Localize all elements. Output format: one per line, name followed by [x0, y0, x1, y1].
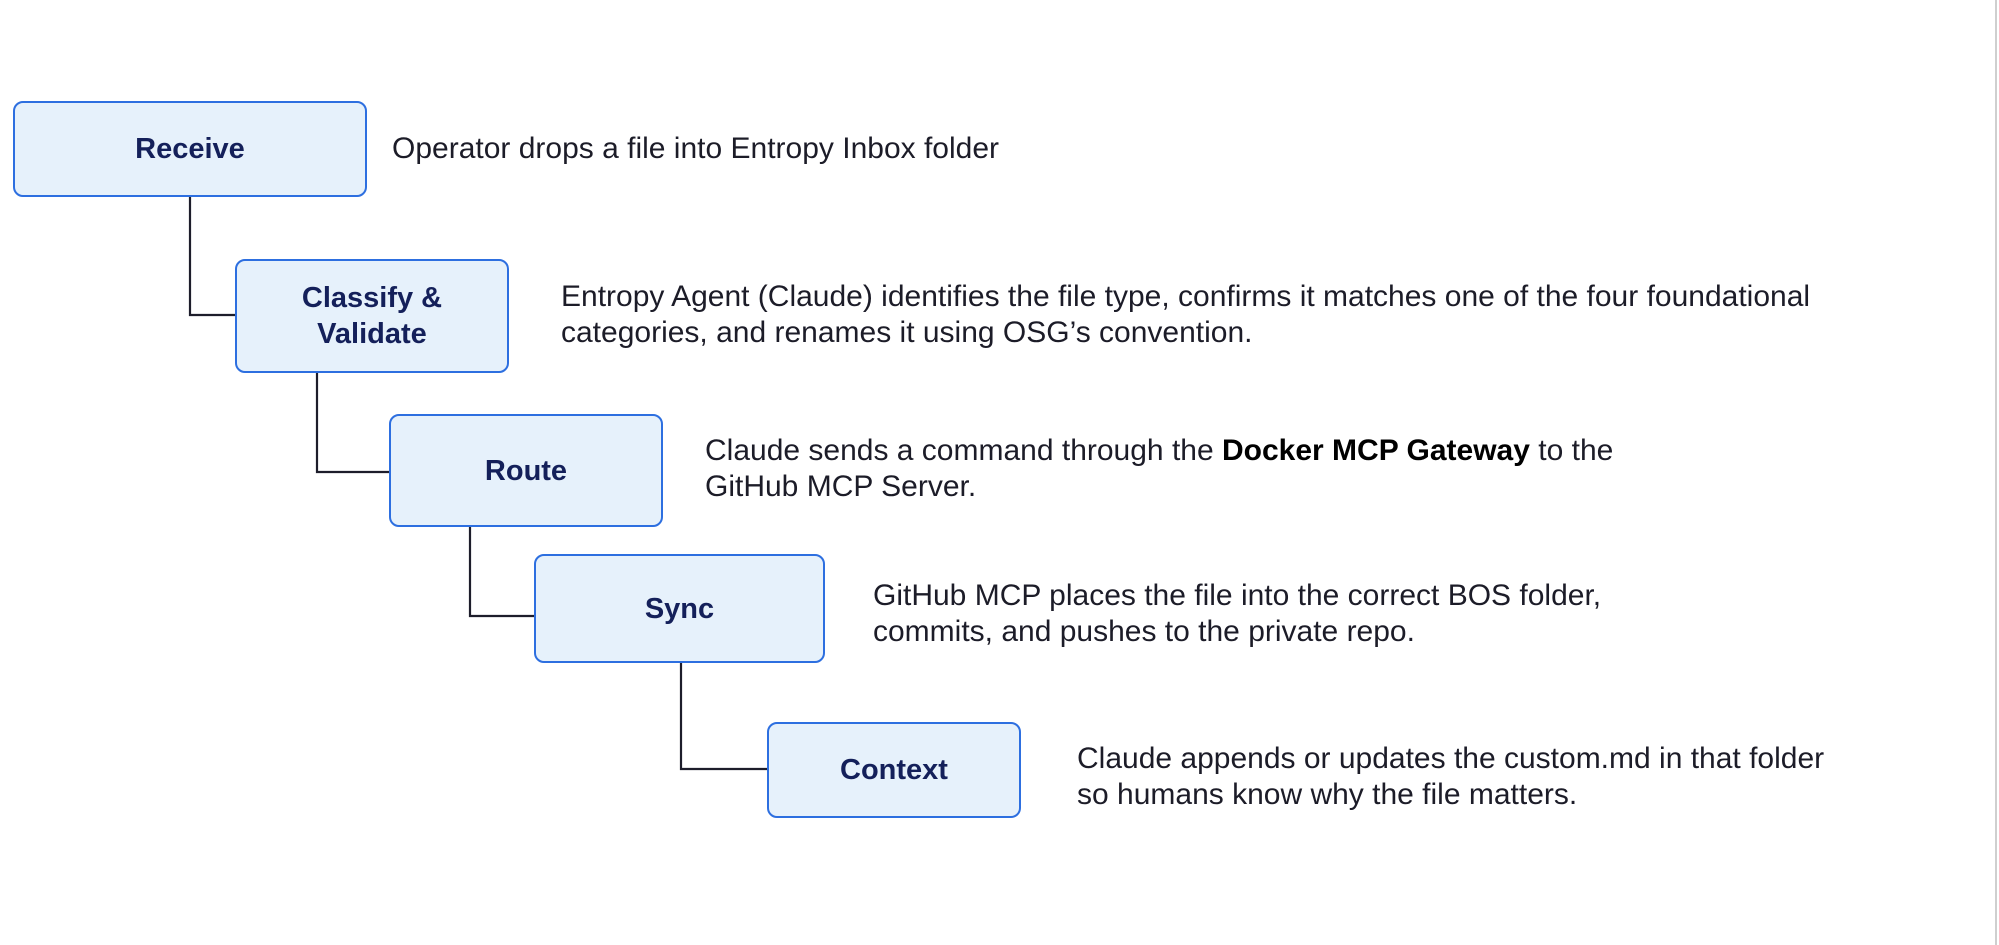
connector-sync-context	[679, 663, 767, 771]
step-box-route: Route	[389, 414, 663, 527]
description-line: GitHub MCP places the file into the corr…	[873, 579, 1602, 612]
connector-classify-route	[315, 373, 389, 474]
step-label-sync: Sync	[644, 592, 715, 625]
description-line: Entropy Agent (Claude) identifies the fi…	[561, 280, 1811, 313]
description-line: so humans know why the file matters.	[1077, 778, 1578, 811]
description-line: Operator drops a file into Entropy Inbox…	[392, 132, 1000, 165]
step-box-receive: Receive	[13, 101, 367, 197]
step-description-context: Claude appends or updates the custom.md …	[1077, 741, 1824, 813]
connector-receive-classify	[188, 197, 235, 317]
step-box-context: Context	[767, 722, 1021, 818]
step-description-sync: GitHub MCP places the file into the corr…	[873, 578, 1601, 650]
connector-route-sync	[468, 527, 534, 618]
description-line: commits, and pushes to the private repo.	[873, 615, 1415, 648]
description-text: to the	[1529, 434, 1614, 467]
description-line: Claude sends a command through the Docke…	[705, 433, 1613, 469]
step-box-classify-validate: Classify & Validate	[235, 259, 509, 373]
step-label-route: Route	[484, 454, 568, 487]
step-box-sync: Sync	[534, 554, 825, 663]
step-description-classify-validate: Entropy Agent (Claude) identifies the fi…	[561, 279, 1810, 351]
description-line: categories, and renames it using OSG’s c…	[561, 316, 1253, 349]
description-line: GitHub MCP Server.	[705, 470, 977, 503]
description-line: Claude appends or updates the custom.md …	[1077, 742, 1825, 775]
step-label-line: Validate	[317, 318, 427, 350]
step-description-route: Claude sends a command through the Docke…	[705, 433, 1613, 505]
docker-mcp-gateway-emphasis: Docker MCP Gateway	[1222, 434, 1530, 467]
step-description-receive: Operator drops a file into Entropy Inbox…	[392, 131, 999, 167]
right-edge-divider	[1995, 0, 1997, 945]
step-label-receive: Receive	[135, 133, 245, 165]
step-label-context: Context	[840, 754, 948, 786]
step-label-line: Classify &	[301, 282, 443, 314]
description-text: Claude sends a command through the	[705, 434, 1222, 467]
